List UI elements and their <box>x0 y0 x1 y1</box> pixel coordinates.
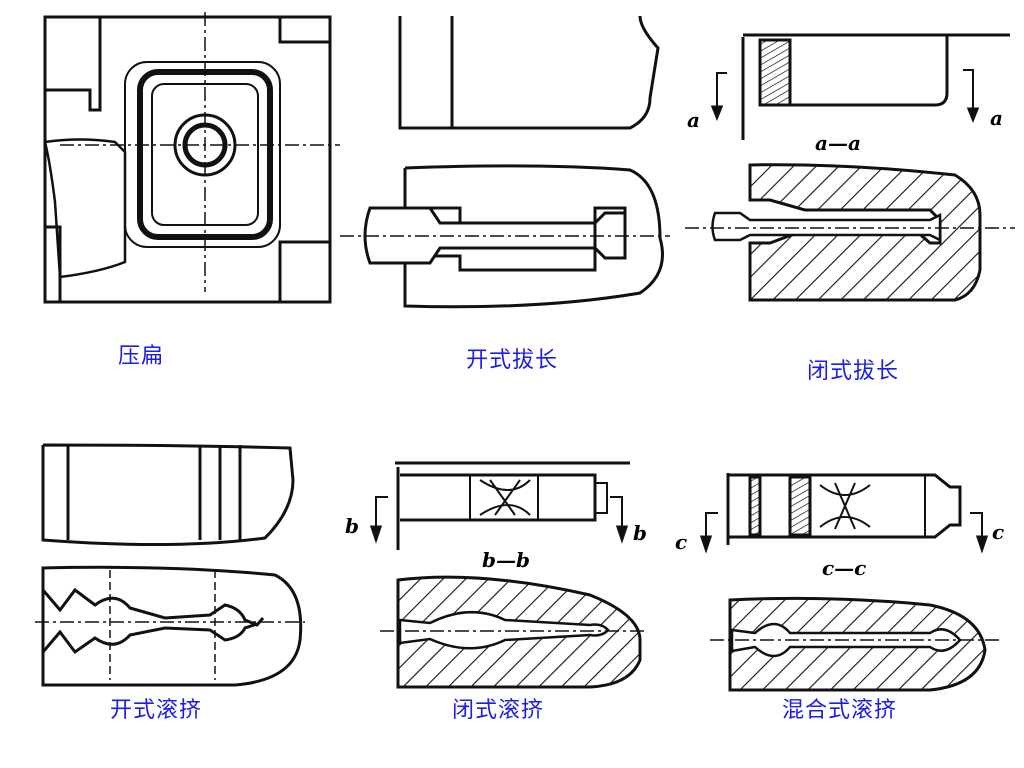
caption-open-roll: 开式滚挤 <box>110 698 203 723</box>
label-a-left: a <box>687 108 700 132</box>
label-c-left: c <box>675 530 687 554</box>
caption-closed-draw: 闭式拔长 <box>807 359 900 384</box>
caption-flatten: 压扁 <box>118 344 165 369</box>
label-b-right: b <box>633 521 647 545</box>
caption-mixed-roll: 混合式滚挤 <box>782 698 898 723</box>
open-roll-drawing <box>35 440 310 690</box>
label-c-section: c—c <box>822 556 866 580</box>
label-c-right: c <box>992 520 1004 544</box>
label-a-section: a—a <box>815 131 861 155</box>
label-b-left: b <box>345 514 359 538</box>
closed-roll-drawing: b b b—b <box>340 455 650 695</box>
closed-draw-drawing: a a a—a <box>685 25 1020 305</box>
label-a-right: a <box>990 106 1003 130</box>
mixed-roll-drawing: c c c—c <box>670 465 1020 695</box>
open-draw-drawing <box>340 8 670 313</box>
caption-open-draw: 开式拔长 <box>466 348 559 373</box>
flatten-drawing <box>40 12 340 307</box>
label-b-section: b—b <box>482 548 530 572</box>
caption-closed-roll: 闭式滚挤 <box>452 698 545 723</box>
